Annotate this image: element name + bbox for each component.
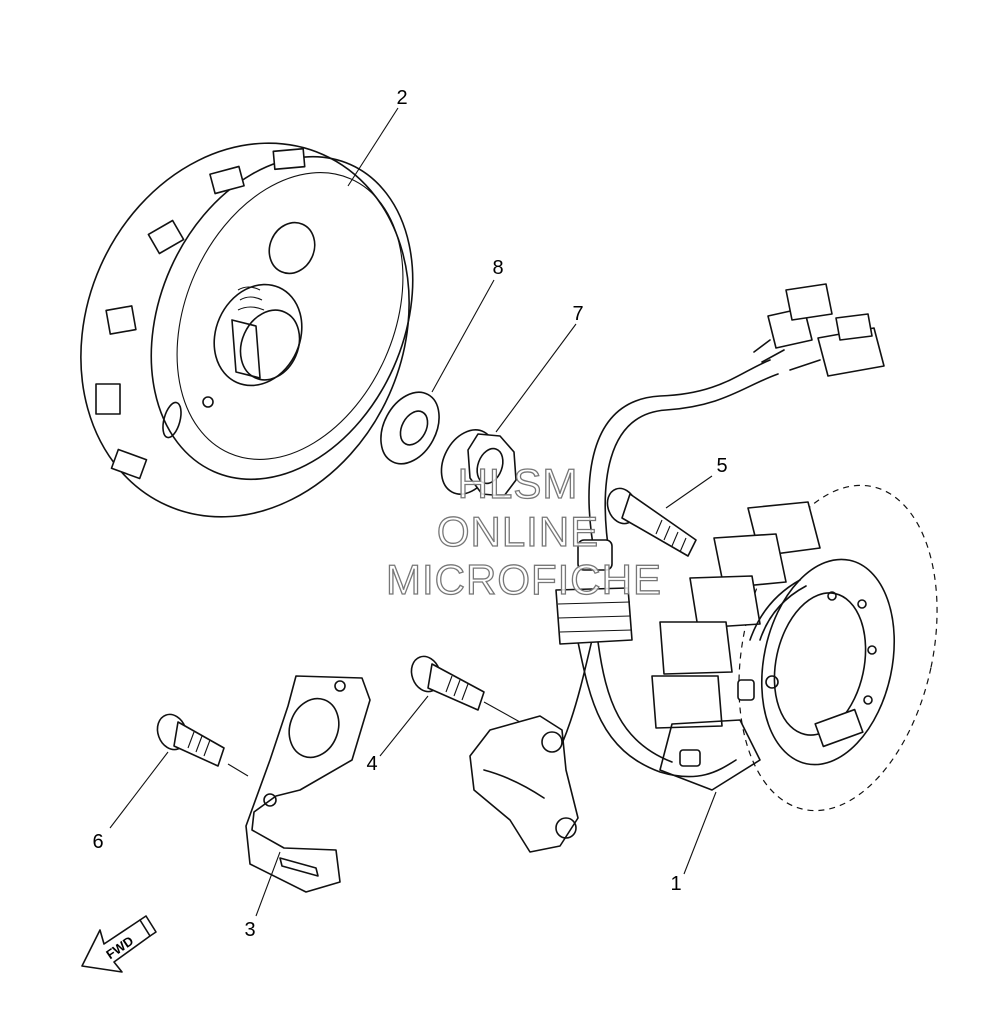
bracket-bolt — [156, 713, 249, 777]
callout-7: 7 — [572, 303, 583, 325]
connector-pair — [753, 283, 885, 377]
callout-4: 4 — [366, 753, 377, 775]
leader-lines — [109, 107, 717, 917]
watermark-line-2: ONLINE — [437, 508, 599, 555]
washer — [380, 391, 440, 465]
callout-6: 6 — [92, 831, 103, 853]
watermark: HLSM ONLINE MICROFICHE — [385, 459, 662, 603]
pickup-coil — [469, 715, 579, 853]
callout-8: 8 — [492, 257, 503, 279]
watermark-line-1: HLSM — [458, 460, 579, 507]
stator-assembly — [651, 484, 938, 812]
callout-2: 2 — [396, 87, 407, 109]
flange-nut — [440, 429, 517, 497]
stator-bolt — [606, 487, 697, 557]
pickup-bolt — [410, 655, 521, 723]
bracket — [245, 675, 371, 893]
callout-3: 3 — [244, 919, 255, 941]
callout-1: 1 — [670, 873, 681, 895]
wire-harness — [537, 283, 885, 791]
fwd-direction-arrow: FWD — [81, 915, 157, 973]
watermark-line-3: MICROFICHE — [386, 556, 662, 603]
callout-5: 5 — [716, 455, 727, 477]
flywheel-rotor — [80, 142, 414, 518]
